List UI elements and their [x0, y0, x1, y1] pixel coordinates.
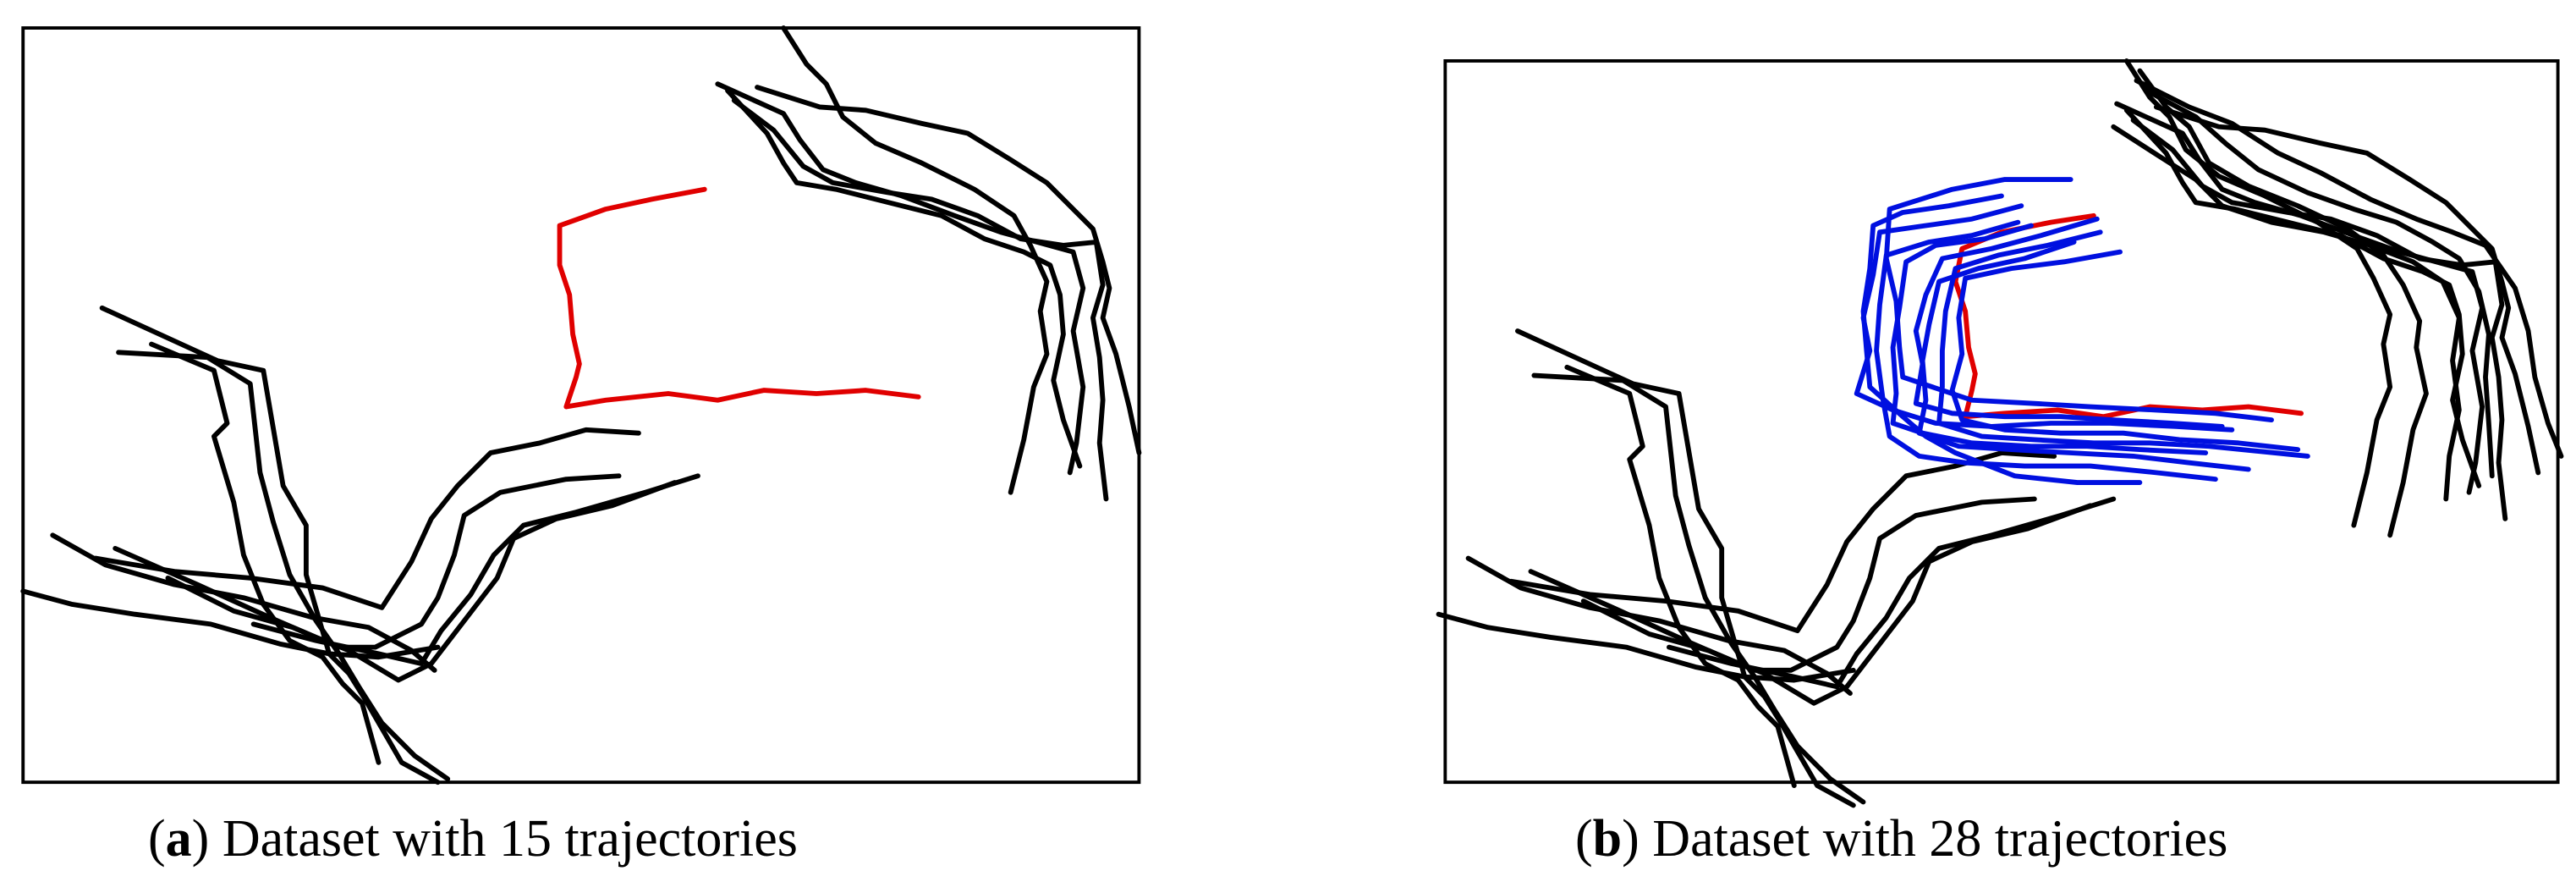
trajectory-similar-b-25: [1916, 240, 2251, 472]
plot-panel-b: [1436, 58, 2564, 808]
trajectory-normal-a-11: [715, 81, 1086, 476]
trajectory-similar-b-20: [1883, 177, 2274, 423]
caption-b: (b) Dataset with 28 trajectories: [1575, 813, 2227, 865]
trajectory-similar-b-26: [1874, 219, 2218, 482]
plot-panel-a: [20, 25, 1142, 786]
trajectory-normal-a-10: [781, 25, 1050, 495]
trajectory-outlier-b-19: [1953, 212, 2304, 420]
trajectory-group-b: [1436, 58, 2564, 808]
trajectory-normal-a-4: [20, 588, 441, 660]
trajectory-normal-a-5: [50, 532, 437, 673]
trajectory-normal-a-14: [755, 85, 1142, 455]
trajectory-normal-b-12: [2130, 118, 2508, 521]
trajectory-similar-b-27: [1936, 229, 2310, 459]
trajectory-outlier-a-15: [557, 186, 921, 410]
trajectory-normal-b-17: [2144, 88, 2495, 479]
caption-b-close: ): [1622, 810, 1640, 868]
trajectory-similar-b-22: [1949, 249, 2301, 453]
trajectory-normal-b-14: [2153, 104, 2541, 476]
trajectory-normal-b-2: [1531, 372, 1866, 805]
caption-b-open: (: [1575, 810, 1593, 868]
trajectory-normal-a-1: [99, 305, 441, 786]
caption-a-close: ): [191, 810, 210, 868]
caption-a: (a) Dataset with 15 trajectories: [148, 813, 798, 865]
trajectory-normal-b-15: [2137, 68, 2429, 538]
caption-a-open: (: [148, 810, 166, 868]
caption-a-text: Dataset with 15 trajectories: [209, 810, 798, 868]
trajectory-similar-b-28: [1860, 193, 2143, 485]
trajectory-group-a: [20, 25, 1142, 786]
trajectory-normal-b-9: [1667, 496, 2117, 690]
trajectory-normal-a-9: [250, 473, 700, 666]
trajectory-similar-b-21: [1854, 203, 2235, 433]
caption-a-letter: a: [165, 810, 192, 868]
trajectory-normal-b-5: [1465, 555, 1853, 697]
trajectory-normal-a-6: [92, 427, 641, 610]
trajectory-normal-b-16: [2111, 124, 2462, 502]
trajectory-normal-b-8: [1580, 496, 2037, 673]
trajectory-similar-b-23: [1913, 216, 2225, 429]
trajectory-normal-b-4: [1436, 611, 1856, 683]
caption-b-letter: b: [1592, 810, 1623, 868]
trajectory-normal-a-2: [116, 350, 451, 782]
trajectory-normal-b-11: [2114, 101, 2485, 495]
caption-b-text: Dataset with 28 trajectories: [1639, 810, 2228, 868]
trajectory-normal-b-18: [2134, 78, 2564, 459]
trajectory-normal-a-12: [731, 97, 1109, 502]
trajectory-normal-b-1: [1515, 328, 1856, 808]
trajectory-normal-a-8: [165, 473, 622, 650]
trajectory-normal-a-13: [725, 88, 1083, 469]
